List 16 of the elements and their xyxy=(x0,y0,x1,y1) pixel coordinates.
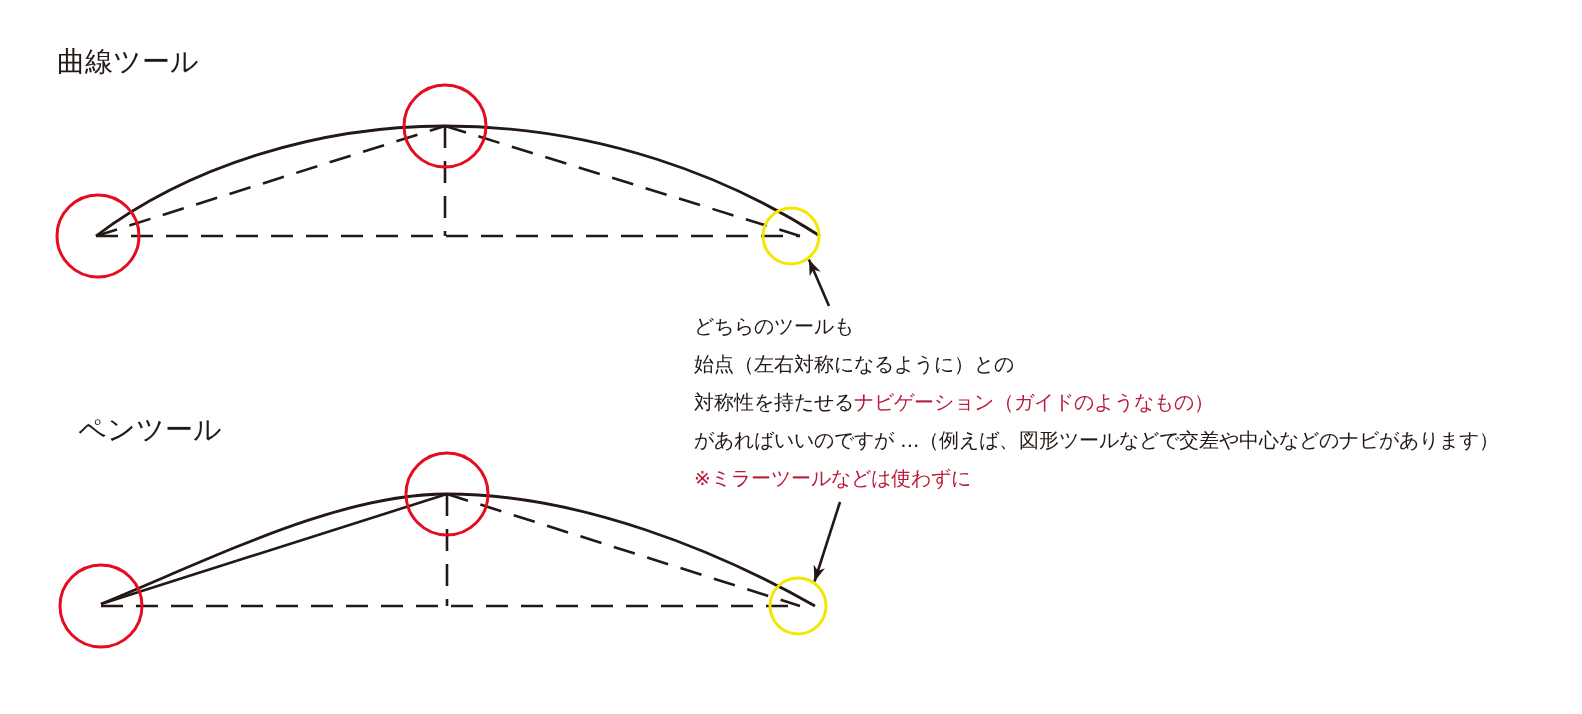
emphasized-note-text: ナビゲーション（ガイドのようなもの） xyxy=(854,389,1214,416)
note-text: 始点（左右対称になるように）との xyxy=(694,351,1014,378)
highlight-circle xyxy=(403,450,491,538)
emphasized-note-text: ※ミラーツールなどは使わずに xyxy=(694,465,971,492)
note-text: 対称性を持たせる xyxy=(694,389,854,416)
leader-arrow xyxy=(807,258,831,307)
tool-heading: 曲線ツール xyxy=(57,46,199,78)
highlight-circle xyxy=(54,192,142,280)
endpoint-circle xyxy=(760,205,822,267)
highlight-circle xyxy=(401,82,489,170)
highlight-circle xyxy=(57,562,145,650)
endpoint-circle xyxy=(767,575,829,637)
note-text: どちらのツールも xyxy=(694,313,854,340)
note-text: があればいいのですが ...（例えば、図形ツールなどで交差や中心などのナビがあります） xyxy=(694,427,1500,454)
tool-heading: ペンツール xyxy=(78,414,222,446)
leader-arrow xyxy=(813,501,842,582)
